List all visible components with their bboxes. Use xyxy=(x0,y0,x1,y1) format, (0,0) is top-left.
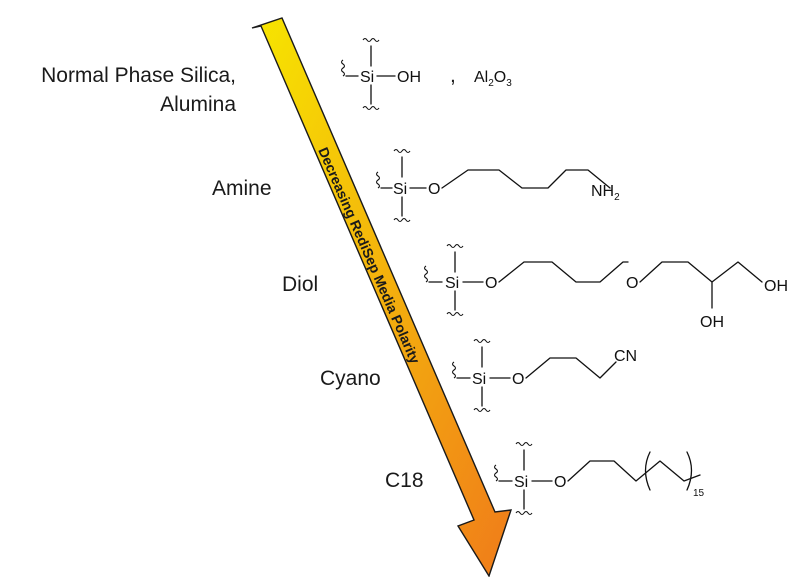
silica-comma: , xyxy=(450,64,456,87)
row-silica: Normal Phase Silica, Alumina Si OH , Al2… xyxy=(41,37,512,116)
c18-si-atom: Si xyxy=(514,474,528,491)
label-c18: C18 xyxy=(385,469,424,492)
label-silica-line2: Alumina xyxy=(160,93,236,116)
row-diol: Diol Si O O OH OH xyxy=(282,243,788,331)
amine-o-atom: O xyxy=(428,181,440,198)
silica-structure: Si OH , Al2O3 xyxy=(340,37,512,111)
row-c18: C18 Si O 15 xyxy=(385,441,705,516)
label-diol: Diol xyxy=(282,273,318,296)
polarity-arrow-label: Decreasing RediSep Media Polarity xyxy=(315,145,423,366)
diol-o-atom-1: O xyxy=(485,275,497,292)
diol-oh-group-end: OH xyxy=(764,278,788,295)
diol-oh-group-bottom: OH xyxy=(700,314,724,331)
alumina-formula: Al2O3 xyxy=(474,69,512,89)
amine-si-atom: Si xyxy=(393,181,407,198)
diol-structure: Si O O OH OH xyxy=(423,243,788,331)
cyano-cn-group: CN xyxy=(614,348,637,365)
cyano-o-atom: O xyxy=(512,371,524,388)
label-cyano: Cyano xyxy=(320,367,381,390)
row-cyano: Cyano Si O CN xyxy=(320,338,637,413)
amine-nh2-group: NH2 xyxy=(591,183,620,203)
polarity-arrow: Decreasing RediSep Media Polarity xyxy=(251,17,513,577)
c18-structure: Si O 15 xyxy=(493,441,705,516)
label-silica-line1: Normal Phase Silica, xyxy=(41,64,236,87)
amine-structure: Si O NH2 xyxy=(375,148,620,223)
c18-repeat-subscript: 15 xyxy=(693,488,705,499)
cyano-si-atom: Si xyxy=(472,371,486,388)
diol-o-atom-2: O xyxy=(626,275,638,292)
label-amine: Amine xyxy=(212,177,272,200)
silica-oh-group: OH xyxy=(397,69,421,86)
c18-o-atom: O xyxy=(554,474,566,491)
diol-si-atom: Si xyxy=(445,275,459,292)
row-amine: Amine Si O NH2 xyxy=(212,148,620,223)
silica-si-atom: Si xyxy=(360,69,374,86)
polarity-arrow-shape xyxy=(251,17,513,577)
cyano-structure: Si O CN xyxy=(451,338,637,413)
